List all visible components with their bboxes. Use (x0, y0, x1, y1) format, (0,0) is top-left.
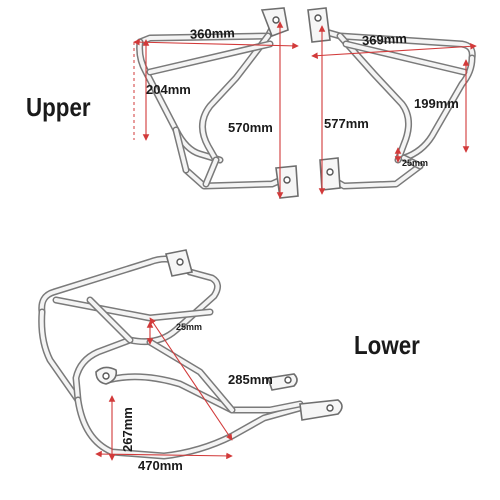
dim-lower-height (149, 317, 233, 441)
lower-tube-label: 25mm (176, 322, 203, 332)
lower-section-label: Lower (354, 330, 420, 360)
dim-upper-left-width (133, 38, 299, 50)
upper-left-length-label: 570mm (228, 120, 273, 135)
dim-lower-width (95, 450, 233, 460)
dimension-lines (95, 21, 477, 461)
upper-right-width-label: 369mm (361, 30, 408, 49)
upper-left-height-label: 204mm (146, 82, 191, 97)
upper-right-height-label: 199mm (414, 96, 459, 111)
dim-upper-right-width (311, 43, 477, 59)
upper-left-crash-bar (136, 7, 299, 199)
lower-height-label: 285mm (228, 372, 273, 387)
lower-crash-bar (38, 249, 343, 460)
lower-width-label: 470mm (138, 458, 183, 473)
upper-left-width-label: 360mm (189, 25, 236, 42)
lower-depth-label: 267mm (120, 407, 135, 452)
upper-right-tube-label: 25mm (402, 158, 429, 168)
upper-section-label: Upper (26, 92, 91, 122)
upper-right-length-label: 577mm (324, 116, 369, 131)
